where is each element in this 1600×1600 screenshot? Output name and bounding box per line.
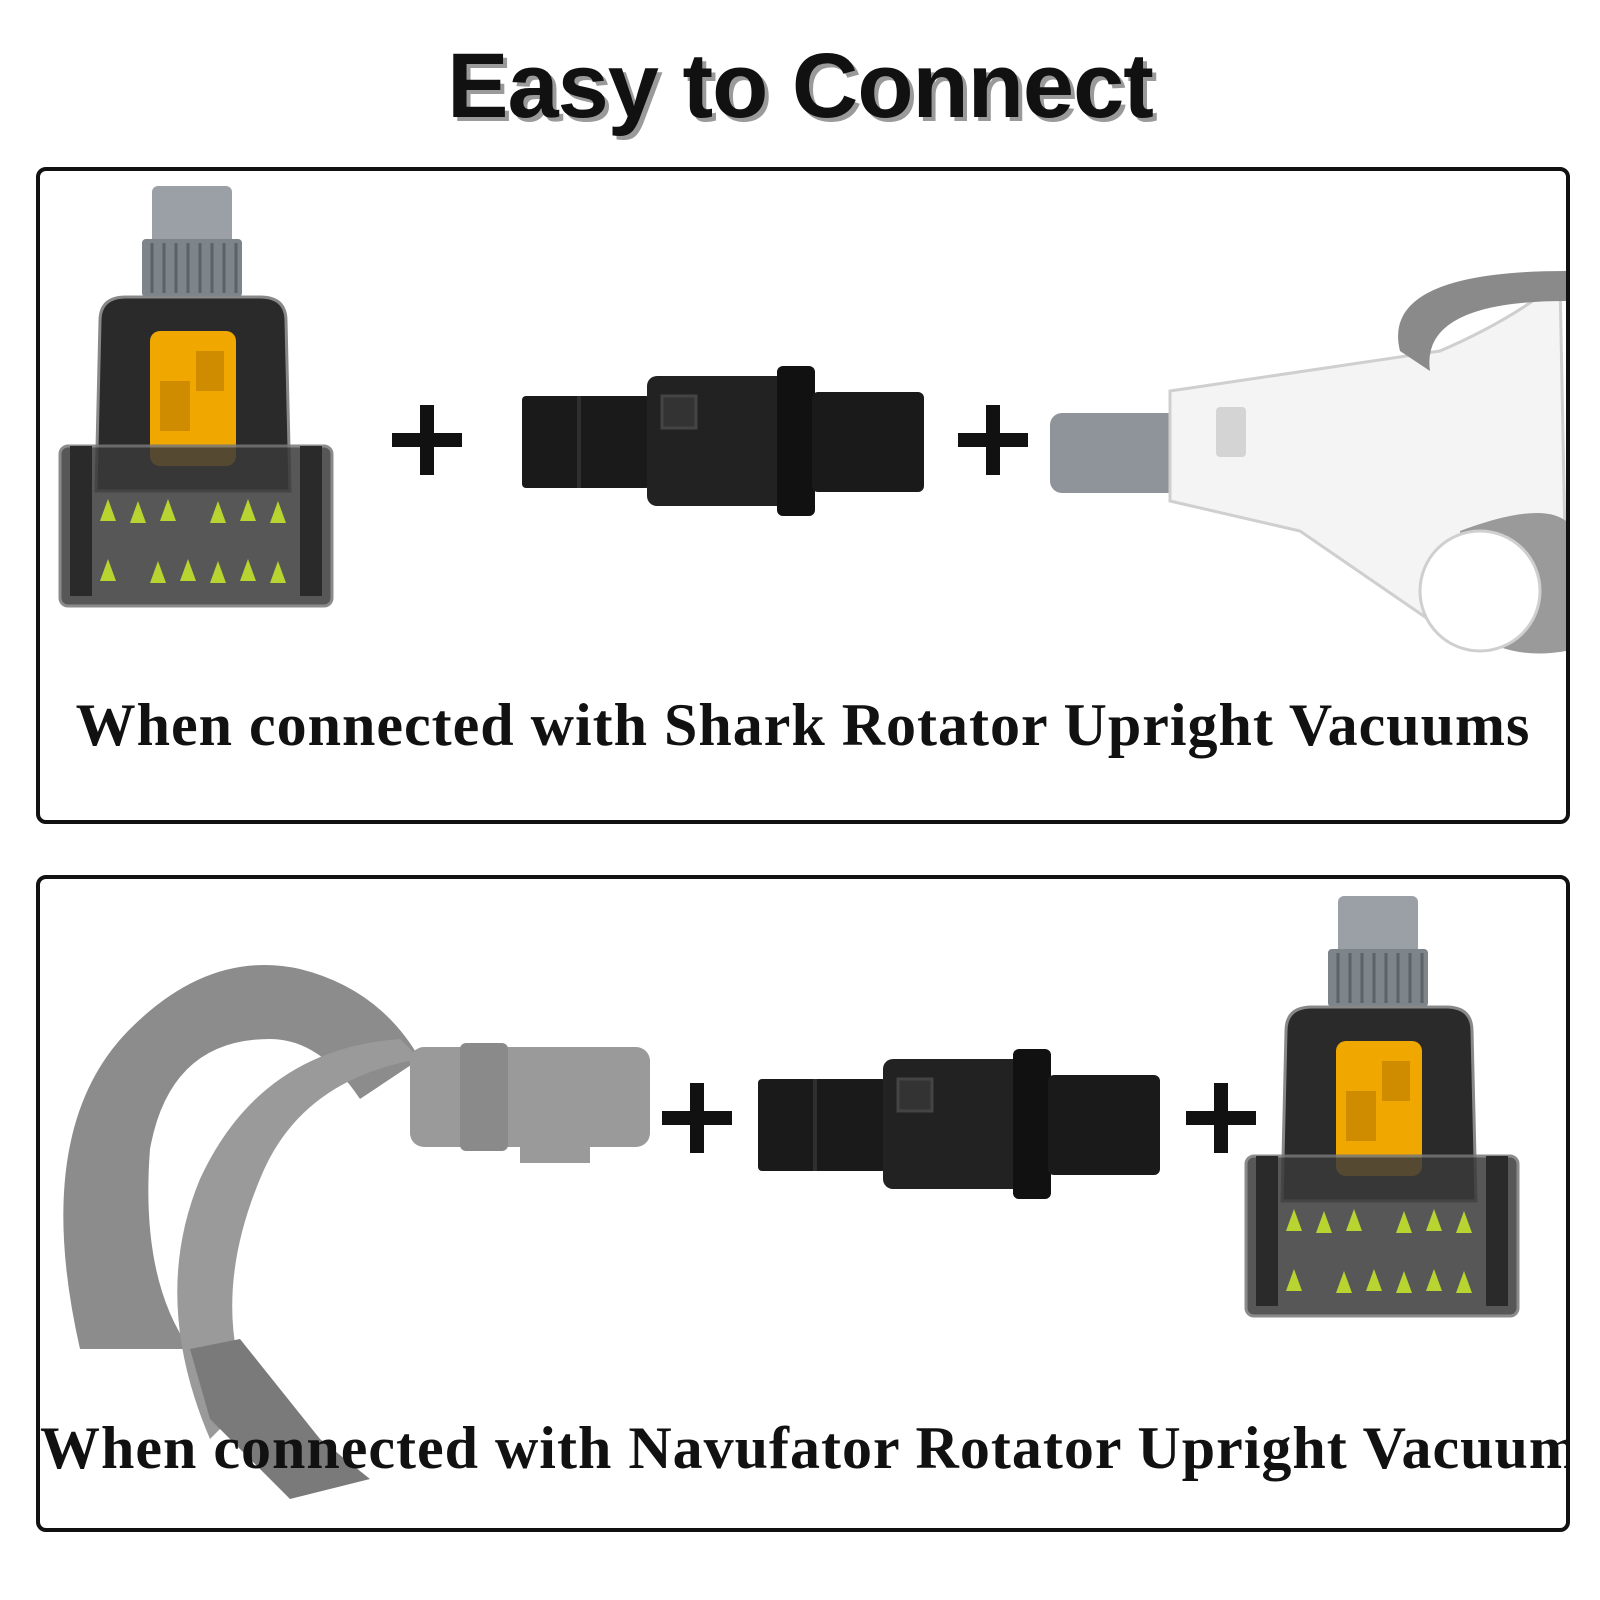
adapter-image xyxy=(522,366,924,516)
shark-connection-panel: When connected with Shark Rotator Uprigh… xyxy=(36,167,1570,824)
plus-icon xyxy=(1186,1083,1256,1153)
navufator-connection-panel: When connected with Navufator Rotator Up… xyxy=(36,875,1570,1532)
plus-icon xyxy=(958,405,1028,475)
gray-wand-handle-image xyxy=(63,965,650,1499)
adapter-image xyxy=(758,1049,1160,1199)
plus-icon xyxy=(392,405,462,475)
navufator-caption: When connected with Navufator Rotator Up… xyxy=(40,1415,1570,1481)
shark-caption: When connected with Shark Rotator Uprigh… xyxy=(75,692,1531,758)
page-title: Easy to Connect xyxy=(447,35,1154,137)
navufator-connection-illustration xyxy=(63,896,1520,1499)
turbo-brush-image xyxy=(1244,896,1520,1318)
turbo-brush-image xyxy=(58,186,334,608)
plus-icon xyxy=(662,1083,732,1153)
shark-connection-illustration xyxy=(58,186,1566,654)
white-wand-handle-image xyxy=(1050,271,1566,654)
